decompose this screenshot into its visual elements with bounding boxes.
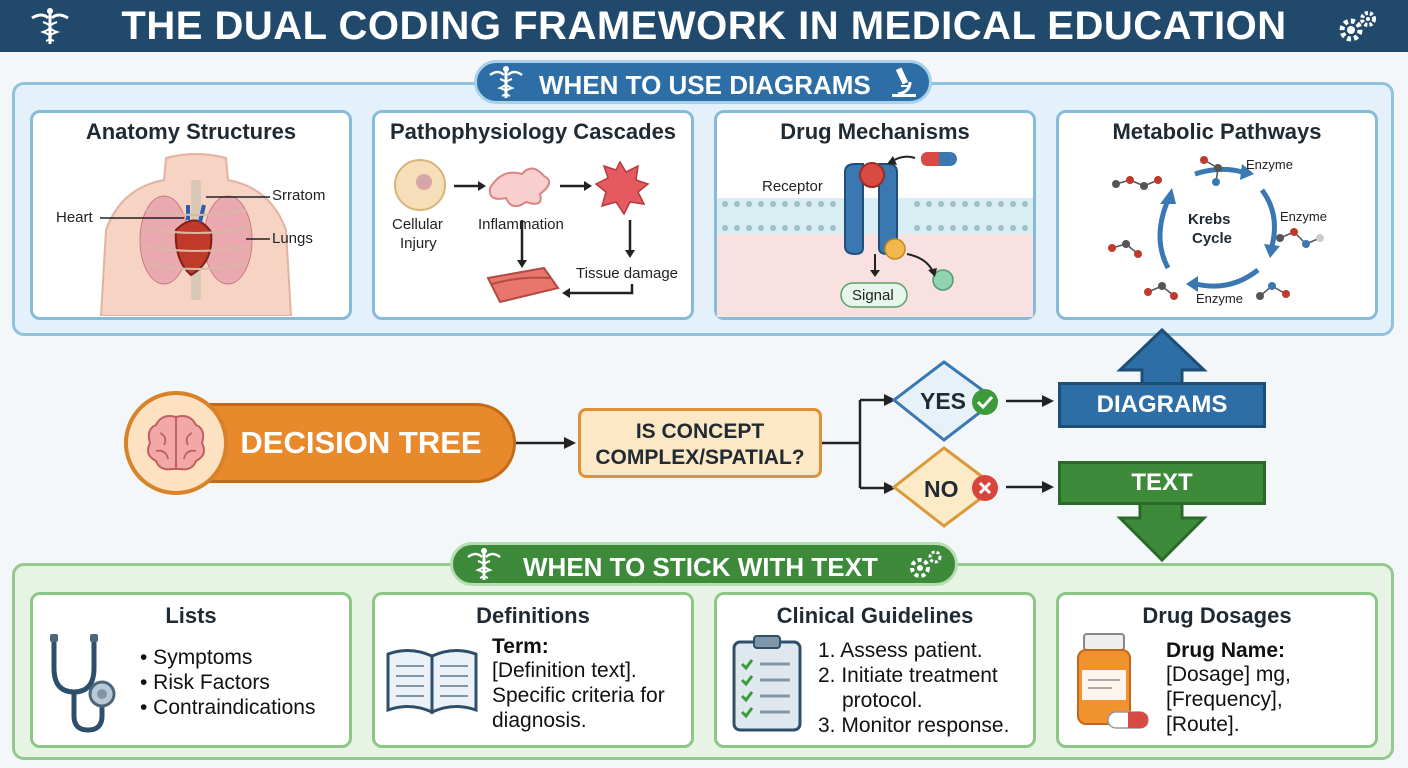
patho-label-injury: Injury: [400, 235, 437, 252]
anatomy-card-title: Anatomy Structures: [85, 119, 297, 144]
drug-label-signal: Signal: [852, 287, 894, 304]
guideline-step-2-cont: protocol.: [842, 689, 923, 712]
krebs-cycle-illustration: [1108, 156, 1324, 300]
decision-tree-label: DECISION TREE: [240, 425, 482, 460]
microscope-icon: [892, 67, 916, 97]
question-line2: COMPLEX/SPATIAL?: [595, 446, 805, 469]
krebs-label-line1: Krebs: [1188, 211, 1231, 228]
patho-label-tissue-damage: Tissue damage: [576, 265, 678, 282]
enzyme-label-1: Enzyme: [1246, 157, 1293, 172]
clipboard-icon: [732, 635, 802, 732]
guideline-step-2: 2. Initiate treatment: [818, 664, 998, 687]
page-title: THE DUAL CODING FRAMEWORK IN MEDICAL EDU…: [121, 4, 1287, 48]
drug-label-receptor: Receptor: [762, 178, 823, 195]
definition-term-label: Term:: [492, 635, 549, 658]
stethoscope-icon: [50, 634, 116, 733]
pathophysiology-card-title: Pathophysiology Cascades: [389, 119, 677, 144]
diagrams-outcome-box: DIAGRAMS: [1058, 382, 1266, 428]
decision-question-box: IS CONCEPT COMPLEX/SPATIAL?: [578, 408, 822, 478]
dosages-card-title: Drug Dosages: [1142, 603, 1292, 628]
guideline-step-1: 1. Assess patient.: [818, 639, 983, 662]
drug-card-title: Drug Mechanisms: [780, 119, 970, 144]
anatomy-label-lungs: Lungs: [272, 230, 313, 247]
list-item-symptoms: • Symptoms: [140, 646, 253, 669]
anatomy-leader-lines: [100, 196, 270, 240]
enzyme-label-2: Enzyme: [1280, 209, 1327, 224]
krebs-label-line2: Cycle: [1192, 230, 1233, 247]
lists-card: Lists: [30, 592, 352, 748]
brain-icon: [147, 415, 205, 471]
caduceus-icon: [489, 66, 523, 98]
book-icon: [386, 649, 478, 715]
dosage-drug-name-label: Drug Name:: [1166, 639, 1286, 662]
dosage-line-2: [Frequency],: [1166, 688, 1283, 711]
gears-icon: [1339, 11, 1376, 42]
question-line1: IS CONCEPT: [635, 420, 765, 443]
caduceus-icon: [31, 8, 69, 44]
guideline-step-3: 3. Monitor response.: [818, 714, 1010, 737]
anatomy-label-sternum: Srratom: [272, 187, 326, 204]
enzyme-label-3: Enzyme: [1196, 291, 1243, 306]
receptor-illustration: [717, 152, 1033, 317]
list-item-risk-factors: • Risk Factors: [140, 671, 270, 694]
definition-line-3: diagnosis.: [492, 709, 587, 732]
x-icon: [972, 475, 998, 501]
caduceus-icon: [467, 548, 501, 580]
pathophysiology-cascade-illustration: [394, 159, 650, 304]
guidelines-card-title: Clinical Guidelines: [776, 603, 974, 628]
anatomy-label-heart: Heart: [56, 209, 93, 226]
diagrams-section-title: WHEN TO USE DIAGRAMS: [474, 60, 932, 104]
pill-bottle-icon: [1077, 633, 1149, 729]
definition-line-1: [Definition text].: [492, 659, 637, 682]
lists-card-title: Lists: [165, 603, 217, 628]
yes-label: YES: [920, 388, 967, 414]
text-section-title: WHEN TO STICK WITH TEXT: [450, 542, 958, 586]
check-icon: [972, 389, 998, 415]
dosage-line-1: [Dosage] mg,: [1166, 663, 1291, 686]
gears-icon: [910, 550, 942, 578]
patho-label-inflammation: Inflammation: [478, 216, 564, 233]
text-outcome-box: TEXT: [1058, 461, 1266, 505]
definitions-card-title: Definitions: [476, 603, 590, 628]
pathophysiology-card: Pathophysiology Cascades: [372, 110, 694, 320]
no-label: NO: [924, 476, 959, 502]
header-bar: [0, 0, 1408, 52]
metabolic-card-title: Metabolic Pathways: [1112, 119, 1322, 144]
patho-label-cellular: Cellular: [392, 216, 443, 233]
list-item-contraindications: • Contraindications: [140, 696, 316, 719]
dosage-line-3: [Route].: [1166, 713, 1240, 736]
definition-line-2: Specific criteria for: [492, 684, 665, 707]
